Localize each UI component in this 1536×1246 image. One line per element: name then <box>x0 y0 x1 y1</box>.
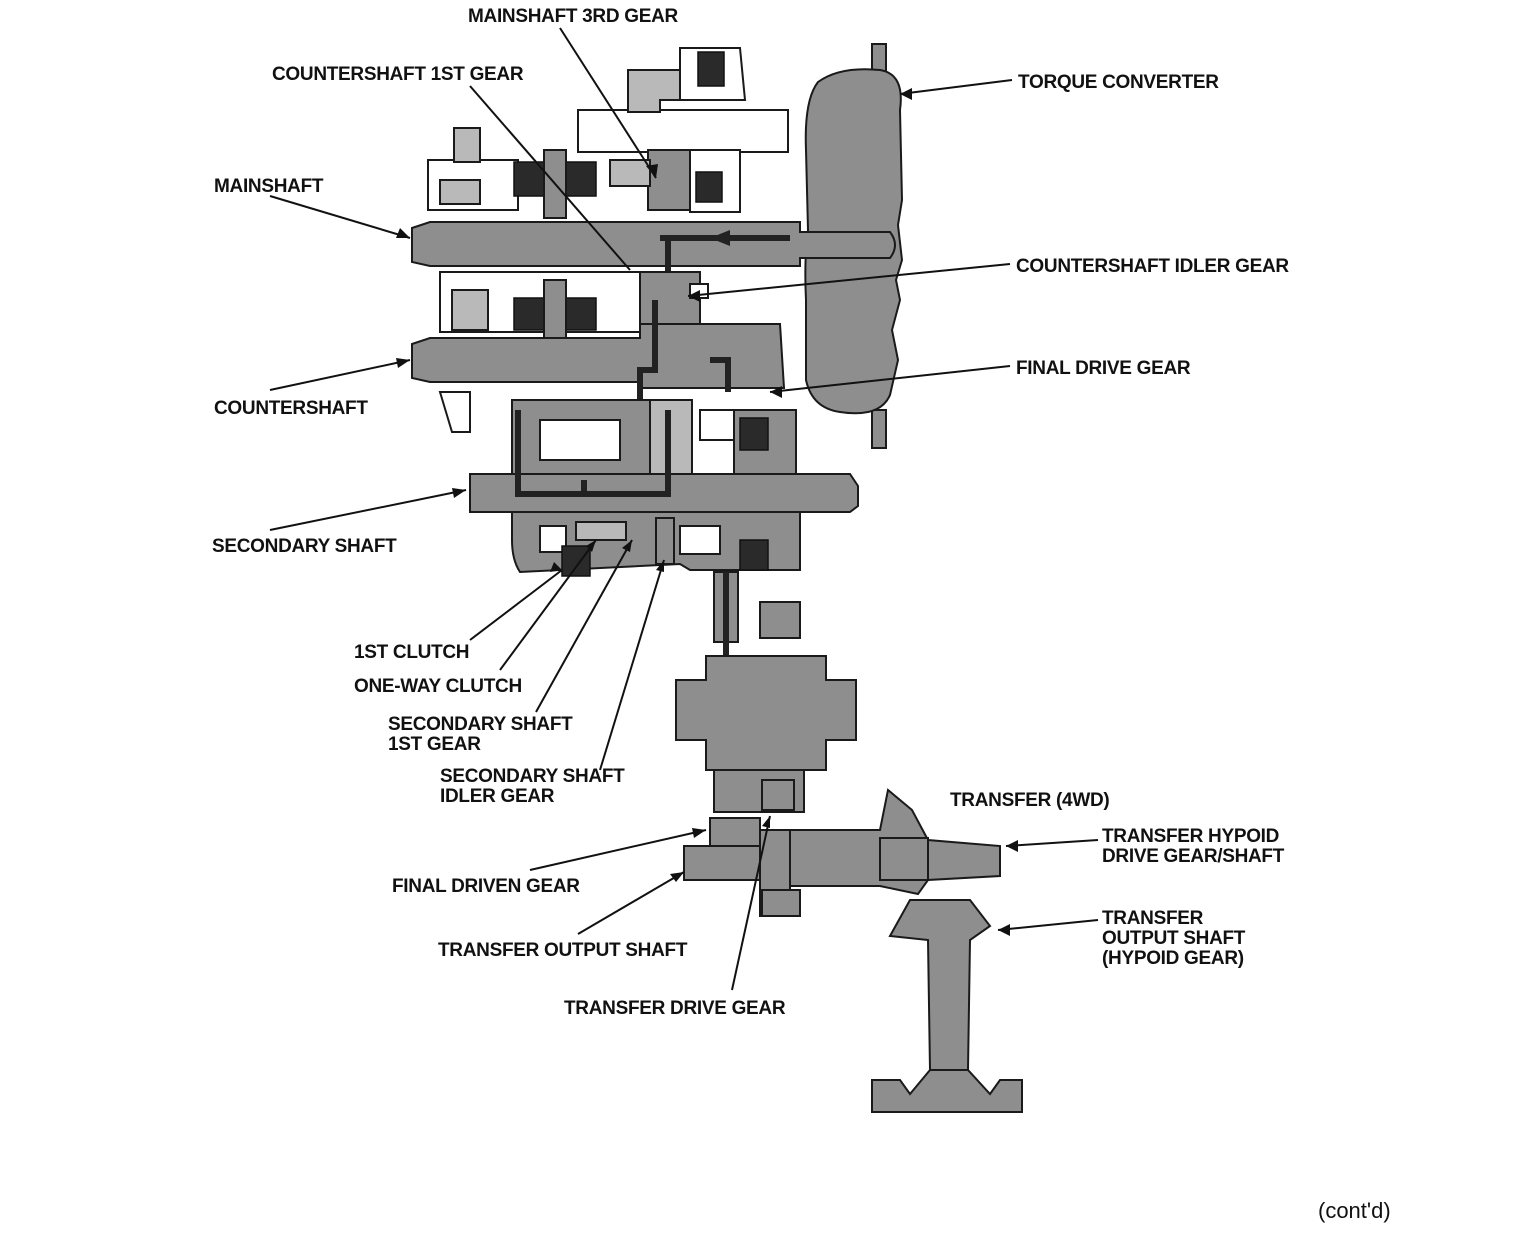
leader-countershaft-1st-gear <box>469 85 631 271</box>
label-transfer-output-shaft-hypoid-line2: OUTPUT SHAFT <box>1102 928 1246 949</box>
label-mainshaft-3rd-gear: MAINSHAFT 3RD GEAR <box>468 6 679 27</box>
label-transfer-output-shaft-hypoid-line1: TRANSFER <box>1102 908 1204 929</box>
secondary-shaft-assembly <box>469 399 859 577</box>
leader-final-driven-gear <box>529 829 707 871</box>
leader-lines <box>269 27 1099 991</box>
differential-assembly <box>675 571 857 917</box>
leader-transfer-drive-gear <box>731 815 771 991</box>
leader-one-way-clutch <box>499 539 597 671</box>
leader-transfer-hypoid-drive-gear <box>1005 839 1099 847</box>
leader-secondary-shaft-idler-gear <box>599 559 665 771</box>
leader-1st-clutch <box>469 569 563 641</box>
leader-secondary-shaft-1st-gear <box>535 539 633 713</box>
label-transfer-hypoid-drive-gear-line1: TRANSFER HYPOID <box>1102 826 1279 847</box>
label-mainshaft: MAINSHAFT <box>214 176 324 197</box>
label-countershaft: COUNTERSHAFT <box>214 398 368 419</box>
countershaft-assembly <box>411 271 786 433</box>
label-countershaft-1st-gear: COUNTERSHAFT 1ST GEAR <box>272 64 524 85</box>
label-final-driven-gear: FINAL DRIVEN GEAR <box>392 876 580 897</box>
transfer-4wd <box>789 788 1023 1113</box>
label-secondary-shaft: SECONDARY SHAFT <box>212 536 397 557</box>
leader-countershaft-idler-gear <box>687 263 1011 297</box>
labels: MAINSHAFT 3RD GEAR COUNTERSHAFT 1ST GEAR… <box>212 6 1391 1223</box>
label-countershaft-idler-gear: COUNTERSHAFT IDLER GEAR <box>1016 256 1289 277</box>
leader-countershaft <box>269 359 411 391</box>
leader-transfer-output-shaft-hypoid <box>997 919 1099 931</box>
label-transfer-output-shaft: TRANSFER OUTPUT SHAFT <box>438 940 688 961</box>
label-transfer-output-shaft-hypoid-line3: (HYPOID GEAR) <box>1102 948 1244 969</box>
leader-secondary-shaft <box>269 489 467 531</box>
label-1st-clutch: 1ST CLUTCH <box>354 642 469 663</box>
label-transfer-hypoid-drive-gear-line2: DRIVE GEAR/SHAFT <box>1102 846 1285 867</box>
label-one-way-clutch: ONE-WAY CLUTCH <box>354 676 522 697</box>
mainshaft-assembly <box>411 47 896 300</box>
label-transfer-4wd: TRANSFER (4WD) <box>950 790 1109 811</box>
label-secondary-shaft-1st-gear-line2: 1ST GEAR <box>388 734 481 755</box>
label-torque-converter: TORQUE CONVERTER <box>1018 72 1219 93</box>
label-final-drive-gear: FINAL DRIVE GEAR <box>1016 358 1191 379</box>
leader-mainshaft <box>269 195 411 239</box>
leader-transfer-output-shaft <box>577 871 685 935</box>
label-secondary-shaft-idler-gear-line2: IDLER GEAR <box>440 786 555 807</box>
leader-torque-converter <box>899 79 1013 95</box>
leader-final-drive-gear <box>769 365 1011 393</box>
label-secondary-shaft-idler-gear-line1: SECONDARY SHAFT <box>440 766 625 787</box>
continued-note: (cont'd) <box>1318 1198 1391 1223</box>
label-transfer-drive-gear: TRANSFER DRIVE GEAR <box>564 998 786 1019</box>
label-secondary-shaft-1st-gear-line1: SECONDARY SHAFT <box>388 714 573 735</box>
leader-mainshaft-3rd-gear <box>559 27 657 179</box>
